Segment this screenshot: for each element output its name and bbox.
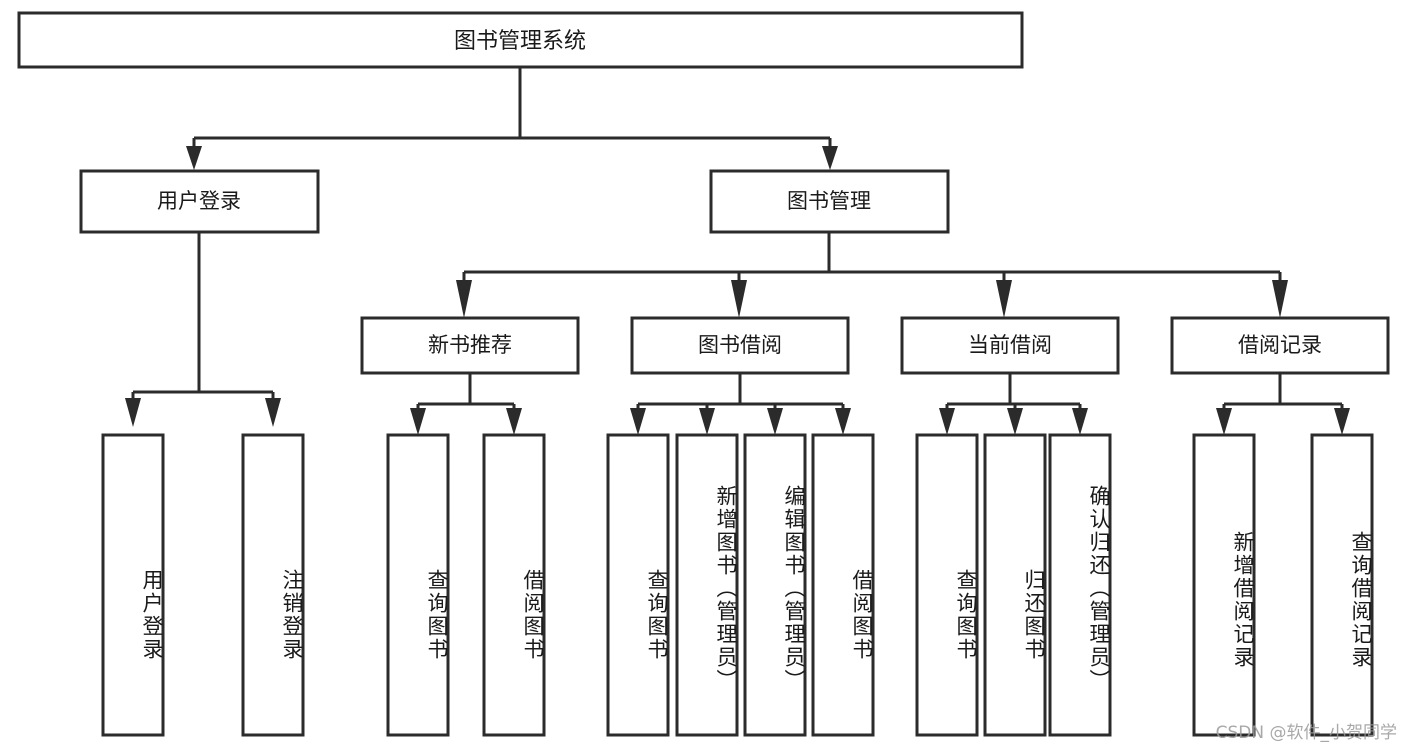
arrow-head-icon (1334, 408, 1350, 435)
level2-label-book-management: 图书管理 (787, 189, 871, 213)
level3-label-borrow-record: 借阅记录 (1238, 333, 1322, 357)
connector-book-borrow-to-leaves (630, 373, 851, 435)
level3-label-new-book: 新书推荐 (428, 333, 512, 357)
arrow-head-icon (125, 398, 141, 427)
leaf-box-user-login-1[interactable] (241, 433, 305, 737)
arrow-head-icon (630, 408, 646, 435)
leaf-box-user-login-0[interactable] (101, 433, 165, 737)
leaf-box-current-borrow-0[interactable] (915, 433, 979, 737)
arrow-head-icon (731, 280, 747, 318)
arrow-head-icon (699, 408, 715, 435)
arrow-head-icon (767, 408, 783, 435)
level2-label-user-login: 用户登录 (157, 189, 241, 213)
node-book-management[interactable]: 图书管理 (709, 169, 950, 234)
arrow-head-icon (456, 280, 472, 318)
connector-current-borrow-to-leaves (939, 373, 1088, 435)
node-new-book-recommend[interactable]: 新书推荐 (360, 316, 580, 375)
root-label: 图书管理系统 (454, 29, 586, 54)
node-borrow-record[interactable]: 借阅记录 (1170, 316, 1390, 375)
node-current-borrow[interactable]: 当前借阅 (900, 316, 1120, 375)
connector-new-book-to-leaves (410, 373, 522, 435)
arrow-head-icon (1072, 408, 1088, 435)
node-root[interactable]: 图书管理系统 (17, 11, 1024, 69)
arrow-head-icon (506, 408, 522, 435)
arrow-head-icon (939, 408, 955, 435)
leaf-box-borrow-record-0[interactable] (1192, 433, 1256, 737)
arrow-head-icon (186, 146, 202, 170)
connector-borrow-record-to-leaves (1216, 373, 1350, 435)
arrow-head-icon (1216, 408, 1232, 435)
arrow-head-icon (822, 146, 838, 170)
arrow-head-icon (1007, 408, 1023, 435)
connector-book-management-to-level3 (456, 232, 1288, 318)
arrow-head-icon (835, 408, 851, 435)
node-book-borrow[interactable]: 图书借阅 (630, 316, 850, 375)
arrow-head-icon (410, 408, 426, 435)
level2-box-user-login[interactable] (79, 169, 320, 234)
connector-user-login-to-leaves (125, 232, 281, 427)
csdn-watermark: CSDN @软件_小贺同学 (1215, 723, 1397, 743)
leaf-box-current-borrow-2[interactable] (1048, 433, 1112, 737)
leaf-box-book-borrow-2[interactable] (743, 433, 807, 737)
node-user-login[interactable]: 用户登录 (79, 169, 320, 234)
leaf-box-book-borrow-1[interactable] (675, 433, 739, 737)
arrow-head-icon (265, 398, 281, 427)
leaf-box-book-borrow-3[interactable] (811, 433, 875, 737)
leaf-box-borrow-record-1[interactable] (1310, 433, 1374, 737)
level3-label-book-borrow: 图书借阅 (698, 333, 782, 357)
root-box[interactable] (17, 11, 1024, 69)
leaf-box-new-book-1[interactable] (482, 433, 546, 737)
leaf-box-book-borrow-0[interactable] (606, 433, 670, 737)
leaf-box-new-book-0[interactable] (386, 433, 450, 737)
arrow-head-icon (996, 280, 1012, 318)
leaf-box-current-borrow-1[interactable] (983, 433, 1047, 737)
level3-label-current-borrow: 当前借阅 (968, 333, 1052, 357)
arrow-head-icon (1272, 280, 1288, 318)
connector-root-to-level2 (186, 67, 838, 170)
level3-box-new-book[interactable] (360, 316, 580, 375)
level3-box-current-borrow[interactable] (900, 316, 1120, 375)
